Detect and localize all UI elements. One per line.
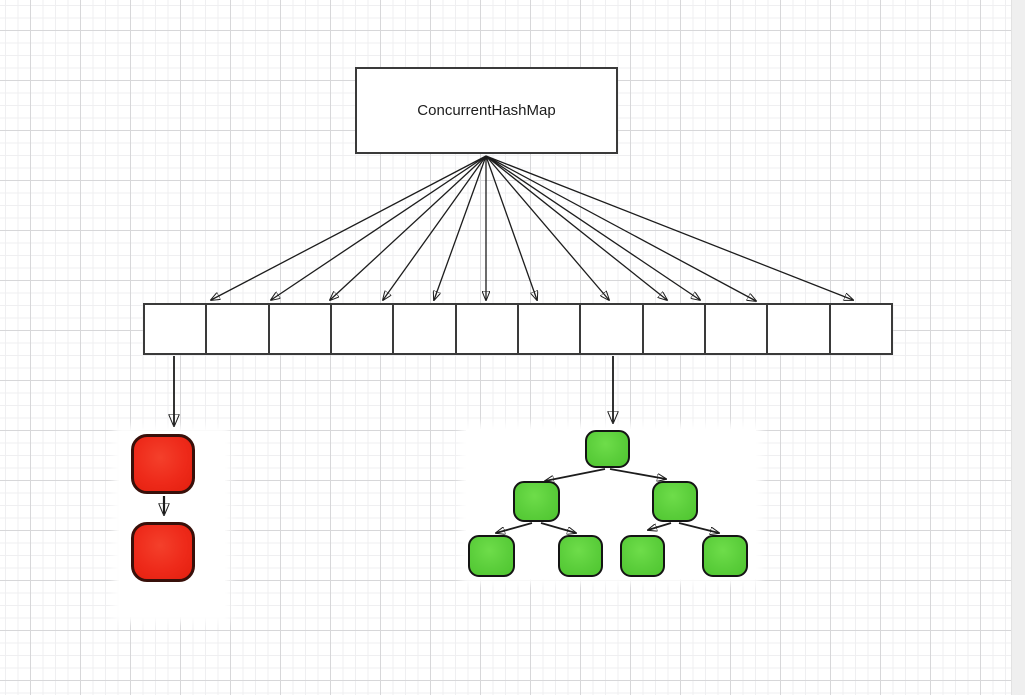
canvas-right-edge [1011,0,1025,695]
bucket-cell[interactable] [644,305,706,353]
fan-arrows [211,155,853,301]
concurrenthashmap-label: ConcurrentHashMap [417,102,556,119]
tree-node-right-left[interactable] [620,535,665,577]
bucket-cell[interactable] [706,305,769,353]
tree-node-root[interactable] [585,430,630,468]
bucket-cell[interactable] [768,305,831,353]
tree-node-left[interactable] [513,481,560,522]
bucket-array [143,303,893,355]
bucket-cell[interactable] [145,305,208,353]
tree-node-left-left[interactable] [468,535,515,577]
list-node-1[interactable] [131,434,195,494]
concurrenthashmap-box[interactable]: ConcurrentHashMap [355,67,618,154]
bucket-cell[interactable] [831,305,891,353]
bucket-cell[interactable] [394,305,457,353]
tree-node-right-right[interactable] [702,535,748,577]
bucket-cell[interactable] [207,305,270,353]
tree-node-right[interactable] [652,481,698,522]
bucket-cell[interactable] [332,305,395,353]
bucket-cell[interactable] [270,305,332,353]
bucket-cell[interactable] [519,305,582,353]
list-node-2[interactable] [131,522,195,582]
bucket-cell[interactable] [457,305,519,353]
tree-node-left-right[interactable] [558,535,603,577]
bucket-cell[interactable] [581,305,644,353]
